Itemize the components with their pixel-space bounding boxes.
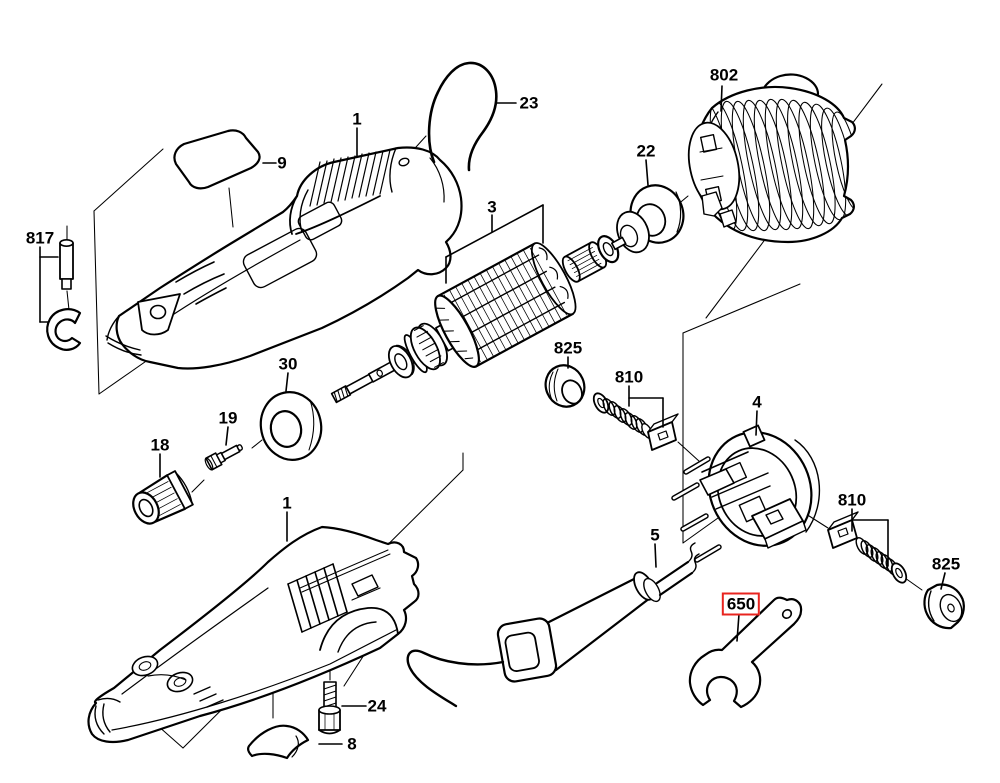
- part-label-pos650[interactable]: 650: [721, 592, 761, 616]
- bracket-pins: [671, 456, 722, 563]
- part-label-pos19[interactable]: 19: [218, 408, 238, 428]
- part-label-pos4[interactable]: 4: [752, 392, 762, 412]
- housing-bottom-1: [87, 525, 420, 744]
- coupling-19: [204, 444, 243, 471]
- leader-line-pos30: [285, 372, 289, 392]
- part-label-pos825-right[interactable]: 825: [931, 554, 961, 574]
- part-label-pos3[interactable]: 3: [487, 197, 497, 217]
- brush-spring: [855, 537, 899, 576]
- wire-loop-23: [427, 61, 498, 172]
- part-label-pos8[interactable]: 8: [347, 734, 357, 754]
- leader-line-pos22: [645, 159, 649, 186]
- brush-cap-825-right: [923, 583, 965, 630]
- end-bracket-4: [671, 424, 821, 563]
- field-coil-802: [687, 73, 856, 244]
- parts-817: [46, 225, 82, 351]
- screw-24: [318, 681, 341, 735]
- carbon-brush-810-right: [827, 511, 908, 584]
- part-label-pos30[interactable]: 30: [278, 354, 298, 374]
- pad-9: [173, 129, 261, 190]
- collet-nut-18: [132, 470, 194, 525]
- leader-line-pos19: [225, 426, 229, 446]
- leader-line-pos3: [445, 204, 544, 258]
- part-label-pos817[interactable]: 817: [25, 228, 55, 248]
- carbon-brush-810-left: [592, 392, 679, 451]
- part-label-pos802[interactable]: 802: [709, 65, 739, 85]
- part-label-pos1-bottom[interactable]: 1: [282, 493, 292, 513]
- housing-top-1: [105, 146, 463, 370]
- leader-line-pos825-right: [940, 572, 946, 590]
- leader-line-pos4: [755, 410, 758, 436]
- part-label-pos22[interactable]: 22: [636, 141, 656, 161]
- part-label-pos18[interactable]: 18: [150, 435, 170, 455]
- part-label-pos1-top[interactable]: 1: [352, 109, 362, 129]
- pad-8: [246, 724, 310, 760]
- part-label-pos23[interactable]: 23: [519, 93, 539, 113]
- wrench-650: [688, 596, 803, 709]
- part-label-pos810-left[interactable]: 810: [614, 367, 644, 387]
- part-label-pos24[interactable]: 24: [367, 696, 387, 716]
- leader-lines: [39, 85, 946, 745]
- leader-line-pos802: [720, 85, 723, 112]
- part-label-pos810-right[interactable]: 810: [837, 490, 867, 510]
- speed-dial-ribs: [309, 149, 391, 207]
- leader-line-pos650: [736, 613, 740, 642]
- part-label-pos9[interactable]: 9: [277, 153, 287, 173]
- leader-line-pos5: [654, 543, 657, 568]
- bearing-30: [259, 391, 323, 461]
- brush-cap-825-left: [544, 364, 586, 408]
- part-label-pos825-left[interactable]: 825: [553, 338, 583, 358]
- part-label-pos5[interactable]: 5: [650, 525, 660, 545]
- armature-3: [330, 235, 627, 404]
- power-cord-5: [406, 542, 700, 708]
